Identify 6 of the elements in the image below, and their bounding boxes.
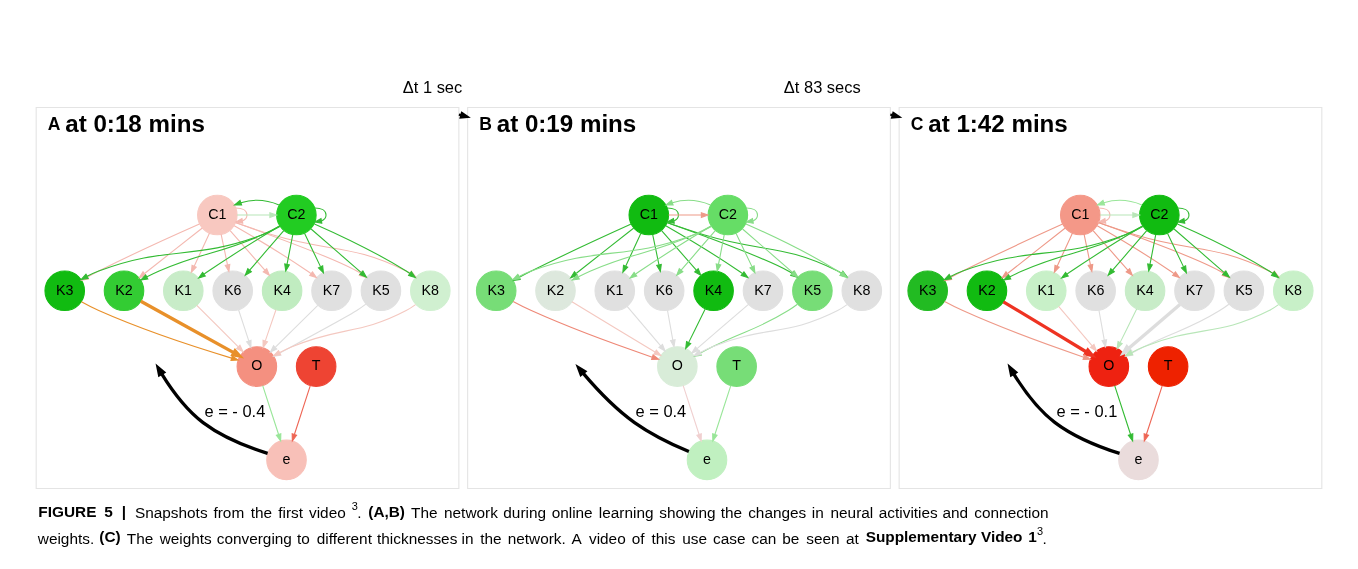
caption: FIGURE 5 | Snapshots from the first video $^{3}$. (A,B) The network during online learning showing the changes in neural activities and connection weights. (C) The weights converging to different thicknesses in the network. A video of this use case can be seen at Supplementary Video 1$^{3}$. bbox=[37, 499, 1049, 547]
edge-label: e = 0.4 bbox=[635, 402, 687, 421]
edge-label: e = - 0.4 bbox=[204, 402, 266, 421]
edge-label: Δt 1 sec bbox=[402, 78, 463, 97]
edge-label: e = - 0.1 bbox=[1056, 402, 1118, 421]
edge-label: Δt 83 secs bbox=[783, 78, 861, 97]
